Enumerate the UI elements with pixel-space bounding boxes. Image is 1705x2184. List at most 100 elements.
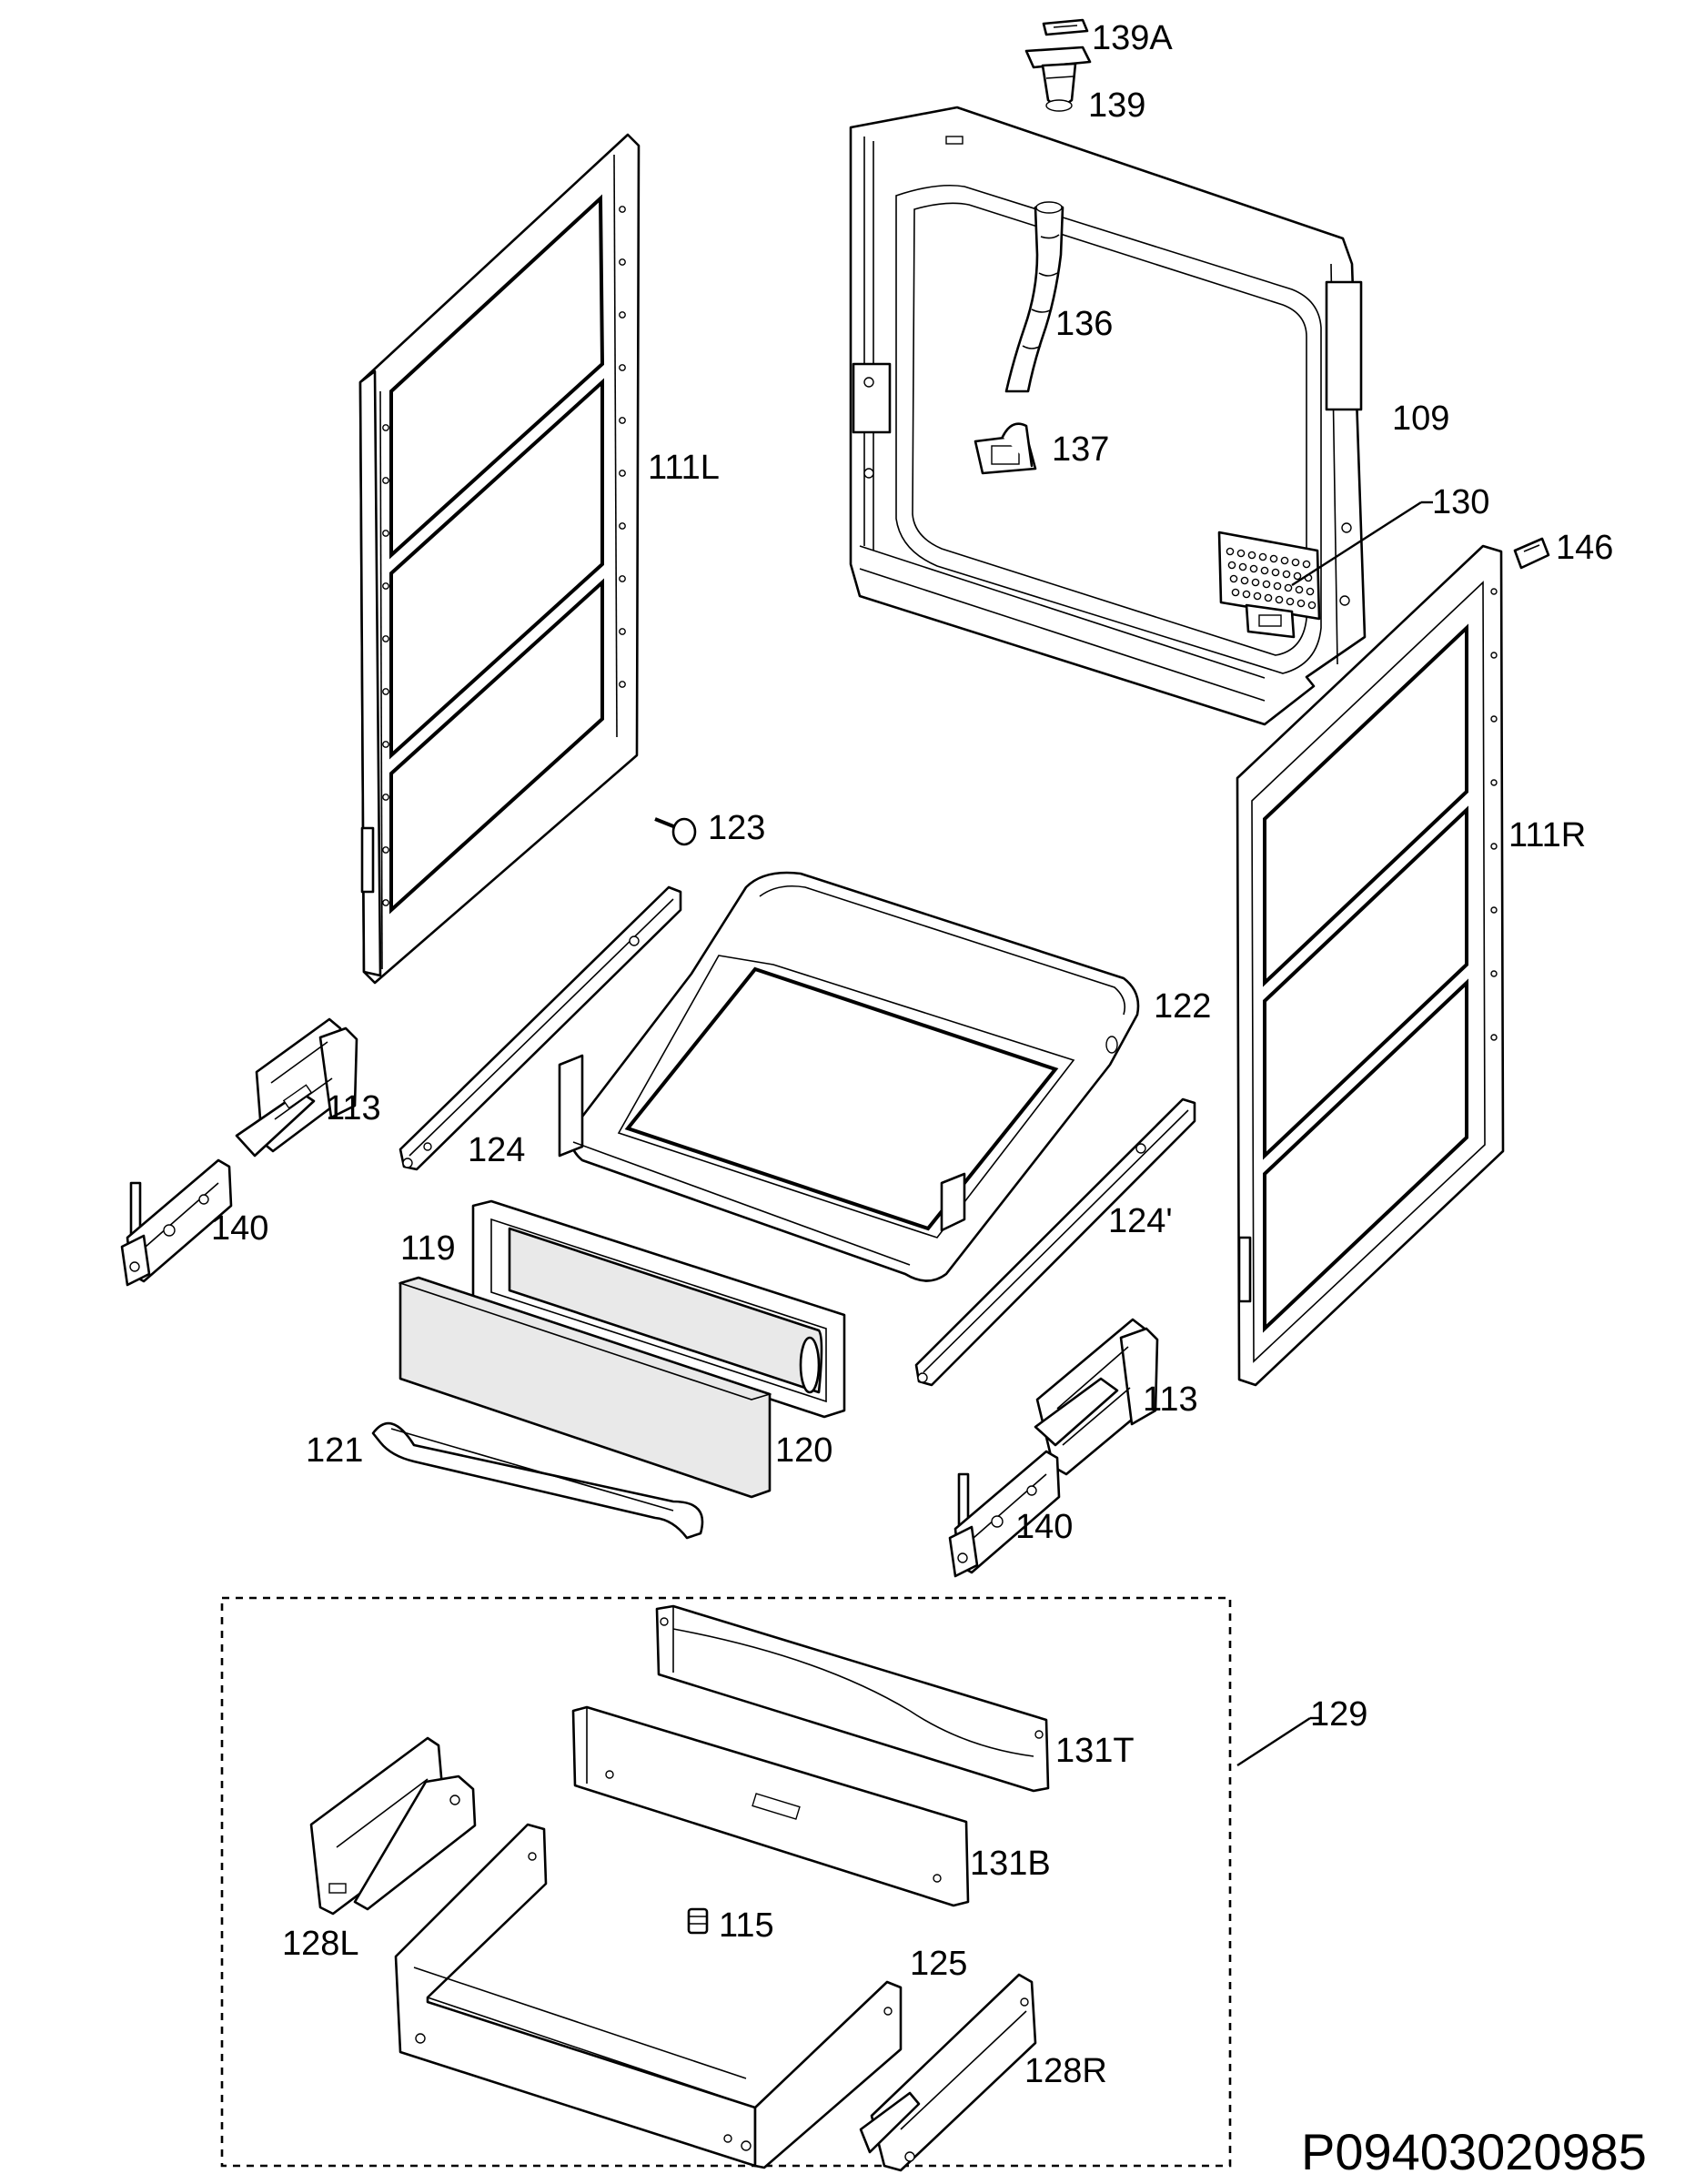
panel-hole [619, 681, 626, 688]
vent-hole [1227, 561, 1236, 570]
part-140-right-hinge[interactable] [948, 1450, 1061, 1578]
part-124-left-rail[interactable] [399, 885, 682, 1171]
part-136-hose[interactable] [1004, 201, 1064, 393]
label-139: 139 [1088, 86, 1145, 125]
vent-hole [1296, 599, 1306, 608]
label-123: 123 [708, 809, 765, 847]
vent-hole [1307, 601, 1317, 610]
label-137: 137 [1052, 430, 1109, 469]
part-137-gasket[interactable] [974, 422, 1037, 475]
drawing-code: P09403020985 [1301, 2123, 1647, 2180]
panel-hole [382, 846, 389, 854]
part-121-handle[interactable] [371, 1421, 704, 1540]
part-129-plinth-assembly-box [220, 1596, 1319, 2168]
panel-hole [619, 628, 626, 635]
label-125: 125 [910, 1945, 967, 1983]
vent-hole [1247, 551, 1256, 560]
part-labels: 139A 139 136 137 109 130 146 111L 111R 1… [211, 19, 1647, 2180]
part-130-vent-plate[interactable] [1217, 531, 1321, 639]
vent-hole [1229, 574, 1238, 583]
label-139a: 139A [1092, 19, 1173, 57]
panel-hole [1490, 843, 1498, 850]
vent-hole [1226, 547, 1235, 556]
part-128l-left-plinth-bracket[interactable] [309, 1736, 477, 1916]
vent-hole [1282, 570, 1291, 579]
panel-hole [382, 424, 389, 431]
panel-hole [619, 258, 626, 266]
part-131t-top-plinth-rail[interactable] [655, 1604, 1050, 1793]
part-140-left-hinge[interactable] [120, 1158, 233, 1287]
part-113-right-hinge-bracket[interactable] [1034, 1318, 1159, 1476]
part-111r-right-side-panel[interactable] [1236, 544, 1505, 1387]
panel-hole [382, 794, 389, 801]
panel-hole [619, 311, 626, 318]
label-128l: 128L [282, 1925, 359, 1963]
label-136: 136 [1055, 305, 1113, 343]
vent-hole [1231, 588, 1240, 597]
part-111l-left-side-panel[interactable] [358, 133, 641, 985]
label-124b: 124' [1108, 1202, 1173, 1240]
panel-hole [382, 582, 389, 590]
label-129: 129 [1310, 1695, 1367, 1734]
panel-hole [382, 899, 389, 906]
label-146: 146 [1556, 529, 1613, 567]
label-111r: 111R [1508, 816, 1586, 854]
part-125-plinth-frame[interactable] [394, 1823, 903, 2169]
vent-hole [1260, 566, 1269, 575]
vent-hole [1249, 564, 1258, 573]
vent-hole [1236, 549, 1246, 558]
label-140b: 140 [1015, 1508, 1073, 1546]
panel-hole [382, 530, 389, 537]
part-122-drawer-tub[interactable] [558, 871, 1140, 1282]
label-131t: 131T [1055, 1732, 1135, 1770]
vent-hole [1240, 576, 1249, 585]
panel-hole [382, 741, 389, 748]
part-119-inner-door-frame[interactable] [471, 1199, 846, 1419]
panel-hole [1490, 588, 1498, 595]
part-131b-bottom-plinth-rail[interactable] [571, 1705, 970, 1907]
part-120-drawer-front[interactable] [398, 1276, 772, 1499]
label-111l: 111L [648, 449, 720, 487]
label-121: 121 [306, 1431, 363, 1470]
panel-hole [619, 364, 626, 371]
vent-hole [1242, 590, 1251, 599]
part-139-duct-adapter[interactable] [1024, 46, 1092, 112]
part-115-foot[interactable] [687, 1907, 709, 1935]
part-128r-right-plinth-bracket[interactable] [859, 1973, 1037, 2172]
vent-hole [1273, 581, 1282, 591]
vent-hole [1286, 597, 1295, 606]
panel-hole [1490, 1034, 1498, 1041]
part-146-clip[interactable] [1513, 537, 1550, 570]
label-122: 122 [1154, 987, 1211, 1026]
part-123-screw[interactable] [654, 817, 697, 846]
label-109: 109 [1392, 399, 1449, 438]
vent-hole [1291, 558, 1300, 567]
vent-hole [1302, 560, 1311, 569]
panel-hole [1490, 970, 1498, 977]
vent-hole [1284, 583, 1293, 592]
part-124b-right-rail[interactable] [914, 1097, 1196, 1387]
panel-hole [382, 477, 389, 484]
panel-hole [1490, 652, 1498, 659]
panel-hole [619, 470, 626, 477]
vent-hole [1280, 556, 1289, 565]
vent-hole [1262, 580, 1271, 589]
panel-hole [1490, 906, 1498, 914]
vent-hole [1258, 552, 1267, 561]
vent-hole [1251, 578, 1260, 587]
panel-hole [1490, 715, 1498, 723]
vent-hole [1264, 593, 1273, 602]
leader-lines [1291, 500, 1433, 587]
part-113-left-hinge-bracket[interactable] [235, 1017, 358, 1158]
label-120: 120 [775, 1431, 832, 1470]
vent-hole [1306, 587, 1315, 596]
label-113b: 113 [1143, 1380, 1198, 1419]
panel-hole [1490, 779, 1498, 786]
part-139a-clip[interactable] [1042, 18, 1089, 36]
label-131b: 131B [970, 1845, 1051, 1883]
vent-hole [1253, 592, 1262, 601]
vent-hole [1295, 585, 1304, 594]
panel-hole [619, 522, 626, 530]
label-128r: 128R [1024, 2052, 1107, 2090]
